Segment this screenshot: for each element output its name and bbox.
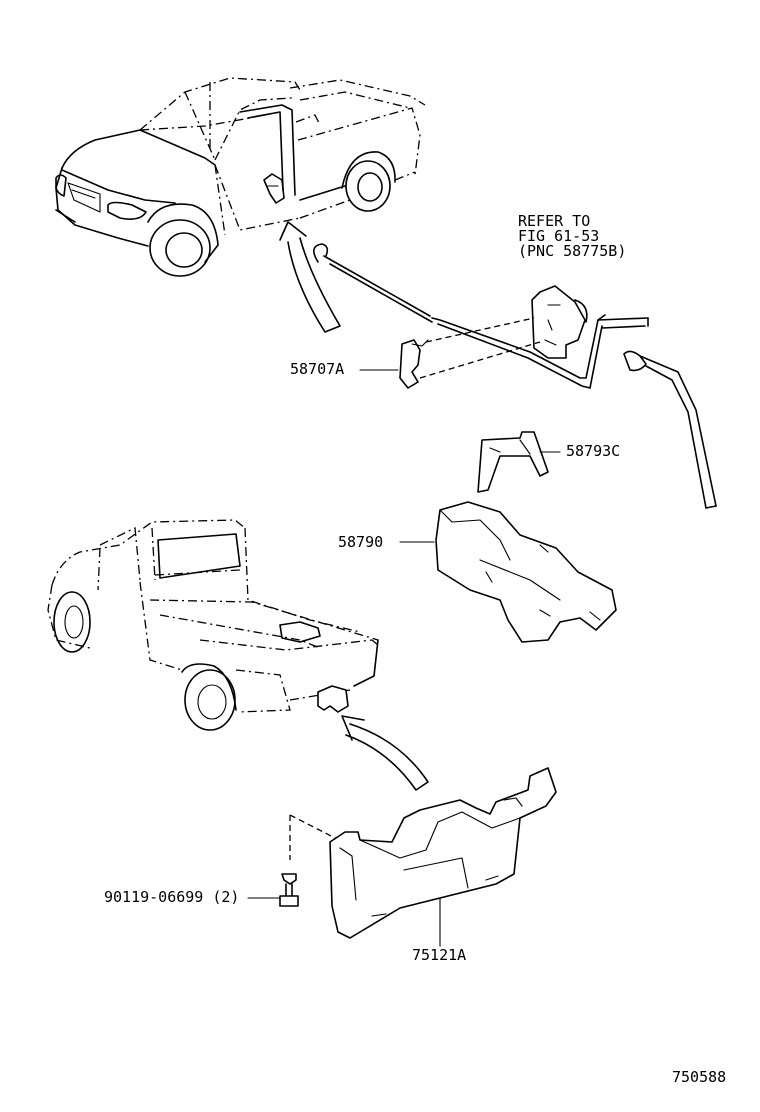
truck-front-illustration [55, 77, 426, 277]
part-label-bolt: 90119-06699 (2) [104, 888, 240, 906]
refer-note-line1: REFER TO [518, 212, 591, 230]
callout-arrow-top [279, 221, 341, 333]
refer-note-line3: (PNC 58775B) [518, 242, 627, 260]
truck-rear-illustration [47, 519, 379, 731]
tray-58790 [399, 501, 617, 643]
carrier-75121a [247, 767, 557, 947]
refer-note-line2: FIG 61-53 [518, 227, 600, 245]
part-label-58790: 58790 [338, 533, 384, 551]
figure-id: 750588 [672, 1068, 727, 1086]
part-label-58707a: 58707A [290, 360, 345, 378]
part-label-75121a: 75121A [412, 946, 467, 964]
part-label-58793c: 58793C [566, 442, 621, 460]
clip-58793c [477, 431, 561, 493]
callout-arrow-bottom [341, 715, 429, 791]
jack-handle-assembly [313, 243, 717, 509]
